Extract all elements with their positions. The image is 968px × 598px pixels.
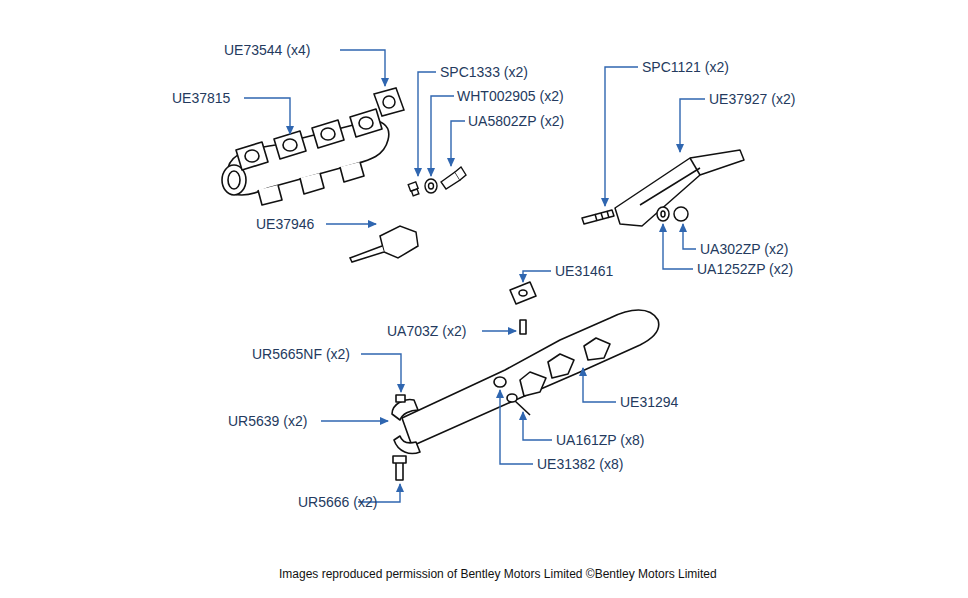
part-number: UE37815 xyxy=(172,89,230,107)
part-number: UA703Z (x2) xyxy=(387,322,466,340)
part-number: UR5665NF (x2) xyxy=(252,345,350,363)
heat-shield-bracket xyxy=(350,226,418,262)
part-number: UR5639 (x2) xyxy=(228,412,307,430)
part-number: UE37946 xyxy=(256,215,314,233)
heat-shield xyxy=(582,150,744,226)
part-number: UE31294 xyxy=(620,393,678,411)
part-number: UE37927 (x2) xyxy=(709,90,795,108)
fasteners xyxy=(408,167,466,196)
part-number: UA302ZP (x2) xyxy=(700,240,788,258)
part-number: UE73544 (x4) xyxy=(224,41,310,59)
part-number: UA1252ZP (x2) xyxy=(697,260,793,278)
leader-lines xyxy=(244,50,705,502)
copyright-caption: Images reproduced permission of Bentley … xyxy=(279,567,717,582)
part-number: UE31461 xyxy=(555,262,613,280)
part-number: UA5802ZP (x2) xyxy=(468,112,564,130)
manifold-gasket xyxy=(374,88,404,116)
part-number: UA161ZP (x8) xyxy=(556,431,644,449)
part-number: UR5666 (x2) xyxy=(298,493,377,511)
part-number: SPC1333 (x2) xyxy=(440,63,528,81)
part-number: UE31382 (x8) xyxy=(537,455,623,473)
front-downpipe xyxy=(392,282,659,480)
exhaust-manifold xyxy=(222,109,389,205)
part-number: WHT002905 (x2) xyxy=(457,87,564,105)
part-number: SPC1121 (x2) xyxy=(642,58,729,76)
